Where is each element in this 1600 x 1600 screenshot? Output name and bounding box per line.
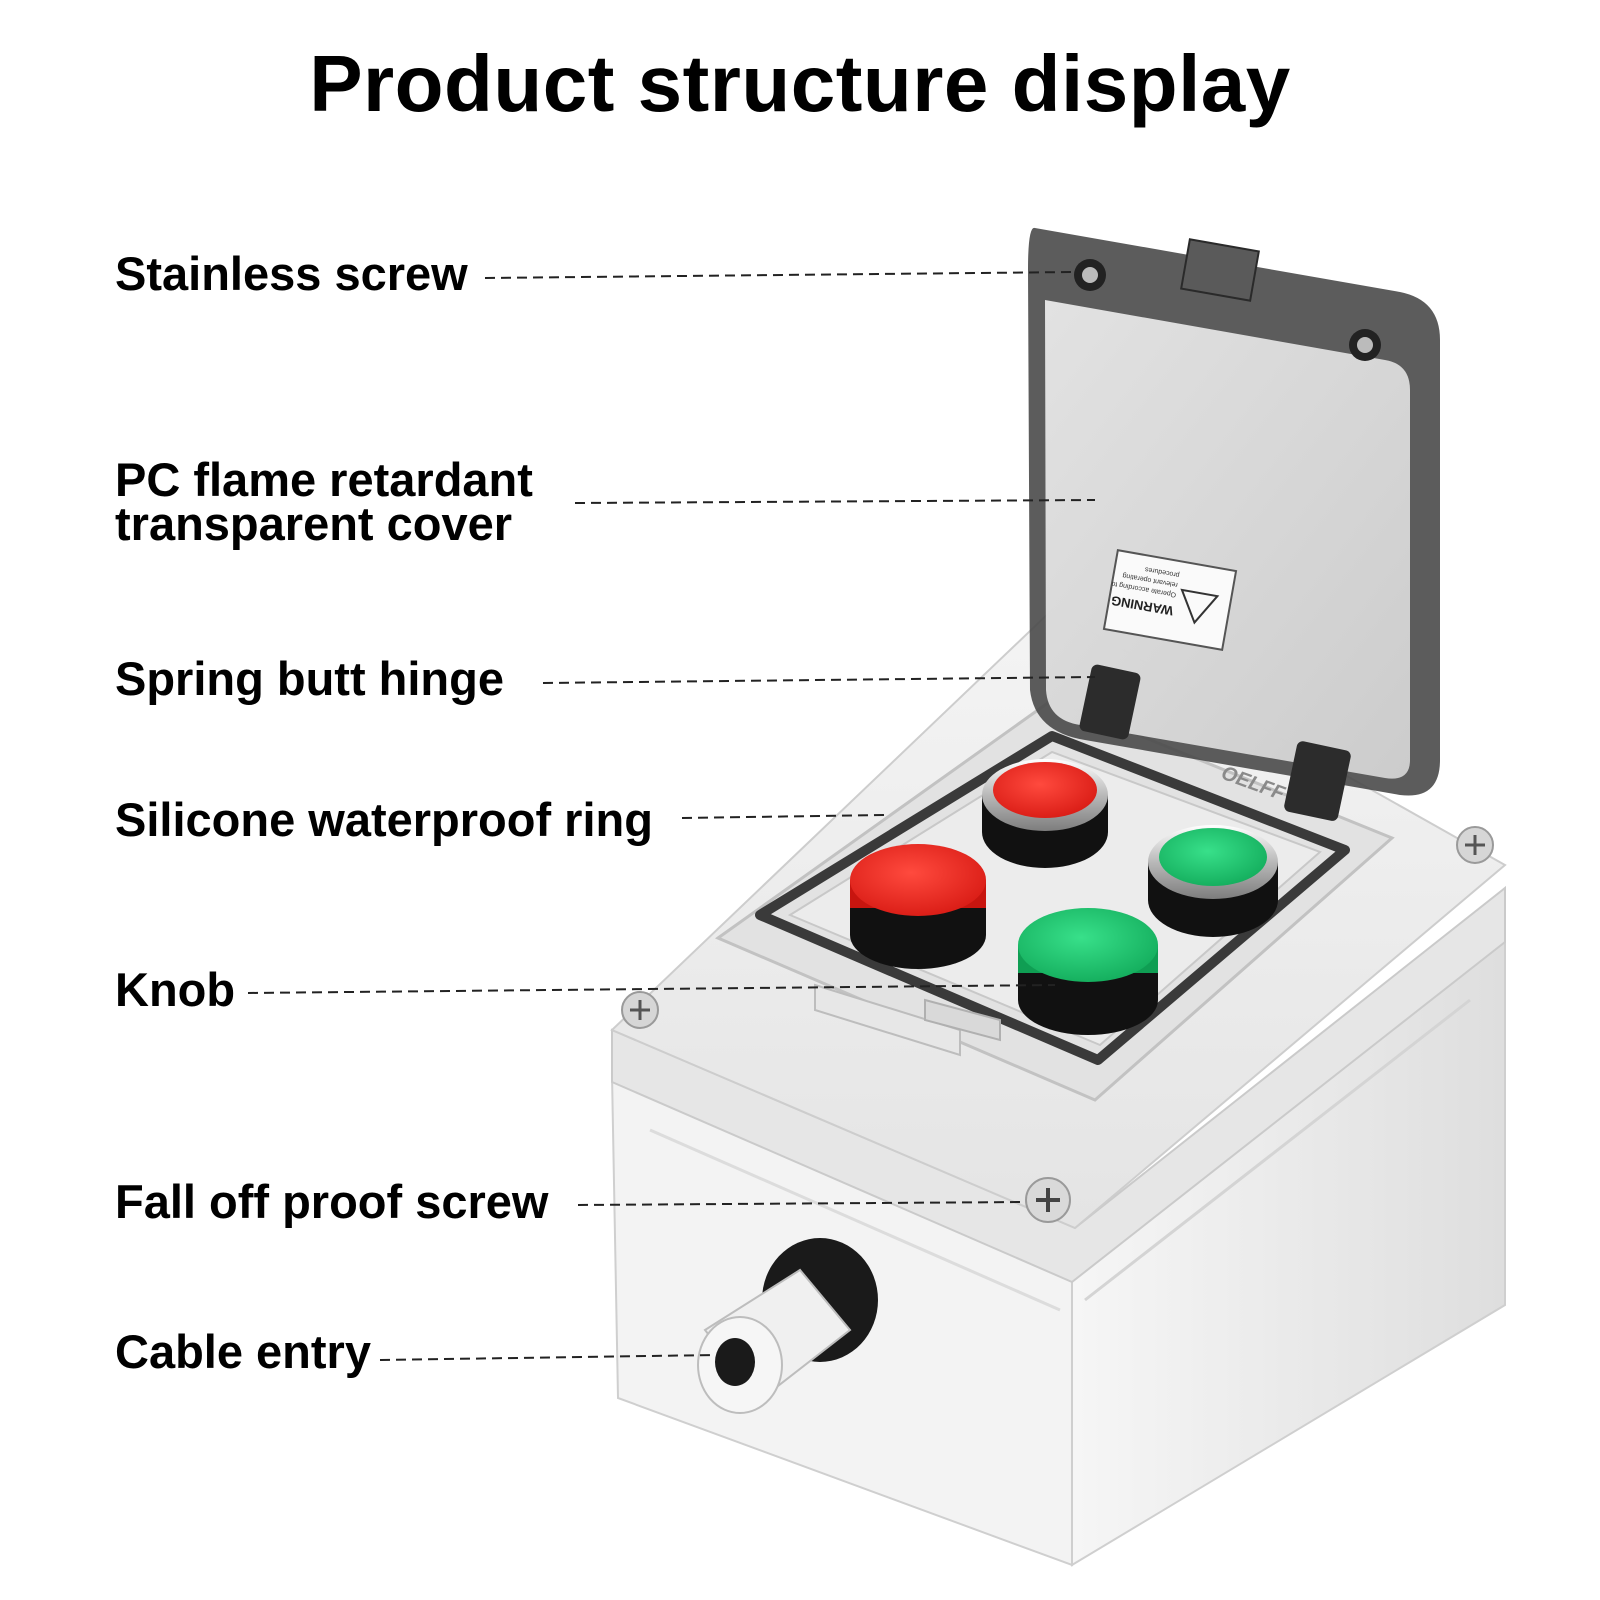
- leader-knob: [247, 984, 1056, 994]
- label-cover-line2: transparent cover: [115, 497, 513, 550]
- cable-gland: [697, 1238, 878, 1414]
- red-indicator-knob: [850, 844, 986, 969]
- leader-ring: [681, 814, 886, 819]
- fall-off-proof-screw-icon: [1025, 1177, 1071, 1223]
- leader-cable-entry: [379, 1354, 716, 1361]
- label-silicone-ring: Silicone waterproof ring: [115, 793, 653, 846]
- label-cover-line1: PC flame retardant: [115, 453, 533, 506]
- label-knob: Knob: [115, 963, 236, 1016]
- green-indicator-knob: [1018, 908, 1158, 1035]
- label-cable-entry: Cable entry: [115, 1325, 371, 1378]
- spring-hinge-right: [1284, 741, 1351, 821]
- label-stainless-screw: Stainless screw: [115, 247, 468, 300]
- label-spring-butt-hinge: Spring butt hinge: [115, 652, 504, 705]
- leader-lines: [247, 271, 1096, 1361]
- lid-screw-right: [1456, 826, 1494, 864]
- stainless-screw-icon: [1074, 259, 1106, 291]
- leader-fall-off-screw: [577, 1201, 1026, 1206]
- warning-sticker: WARNING Operate according to relevant op…: [1102, 549, 1238, 651]
- spring-hinge-left: [1079, 664, 1141, 740]
- leader-transparent-cover: [574, 499, 1096, 504]
- transparent-cover: WARNING Operate according to relevant op…: [1028, 227, 1440, 796]
- label-fall-off-proof-screw: Fall off proof screw: [115, 1175, 549, 1228]
- stainless-screw-right-icon: [1349, 329, 1381, 361]
- leader-hinge: [542, 676, 1096, 684]
- label-transparent-cover: PC flame retardant transparent cover: [115, 453, 533, 550]
- page-title: Product structure display: [309, 39, 1291, 128]
- green-button-right: [1148, 825, 1278, 937]
- lid-screw-left: [621, 991, 659, 1029]
- leader-stainless-screw: [484, 271, 1076, 279]
- red-button-top: [982, 759, 1108, 868]
